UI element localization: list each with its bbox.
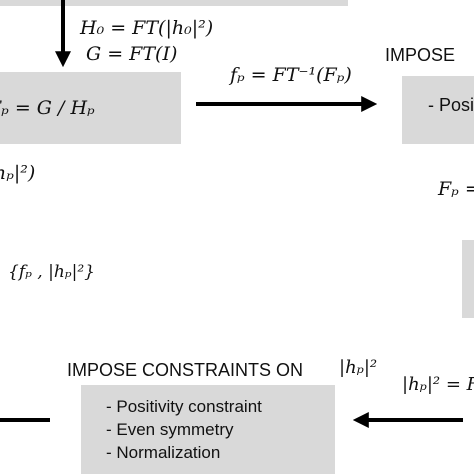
set-label: {fₚ , |hₚ|²} [8, 262, 95, 282]
bottom-right-equation: |hₚ|² = F [402, 374, 474, 395]
right-box-fragment [462, 240, 474, 318]
equation-h0: H₀ = FT(|h₀|²) [80, 17, 214, 39]
constraint-item-normalization: - Normalization [106, 443, 221, 462]
impose-top-item: - Posi [428, 95, 474, 115]
inverse-ft-label: fₚ = FT⁻¹(Fₚ) [230, 64, 352, 86]
impose-bottom-box [81, 385, 335, 474]
equation-g: G = FT(I) [86, 43, 178, 65]
right-equation-fragment: Fₚ = [438, 178, 474, 200]
impose-bottom-symbol: |hₚ|² [339, 357, 378, 378]
left-box-equation: Fₚ = G / Hₚ [0, 97, 95, 119]
impose-bottom-title: IMPOSE CONSTRAINTS ON [67, 360, 304, 380]
left-mid-fragment: hₚ|²) [0, 162, 36, 184]
impose-top-title: IMPOSE [385, 45, 456, 65]
left-box [0, 72, 181, 144]
constraint-item-symmetry: - Even symmetry [106, 420, 234, 439]
constraint-item-positivity: - Positivity constraint [106, 397, 262, 416]
impose-top-box [402, 76, 474, 144]
top-box-fragment [0, 0, 348, 6]
